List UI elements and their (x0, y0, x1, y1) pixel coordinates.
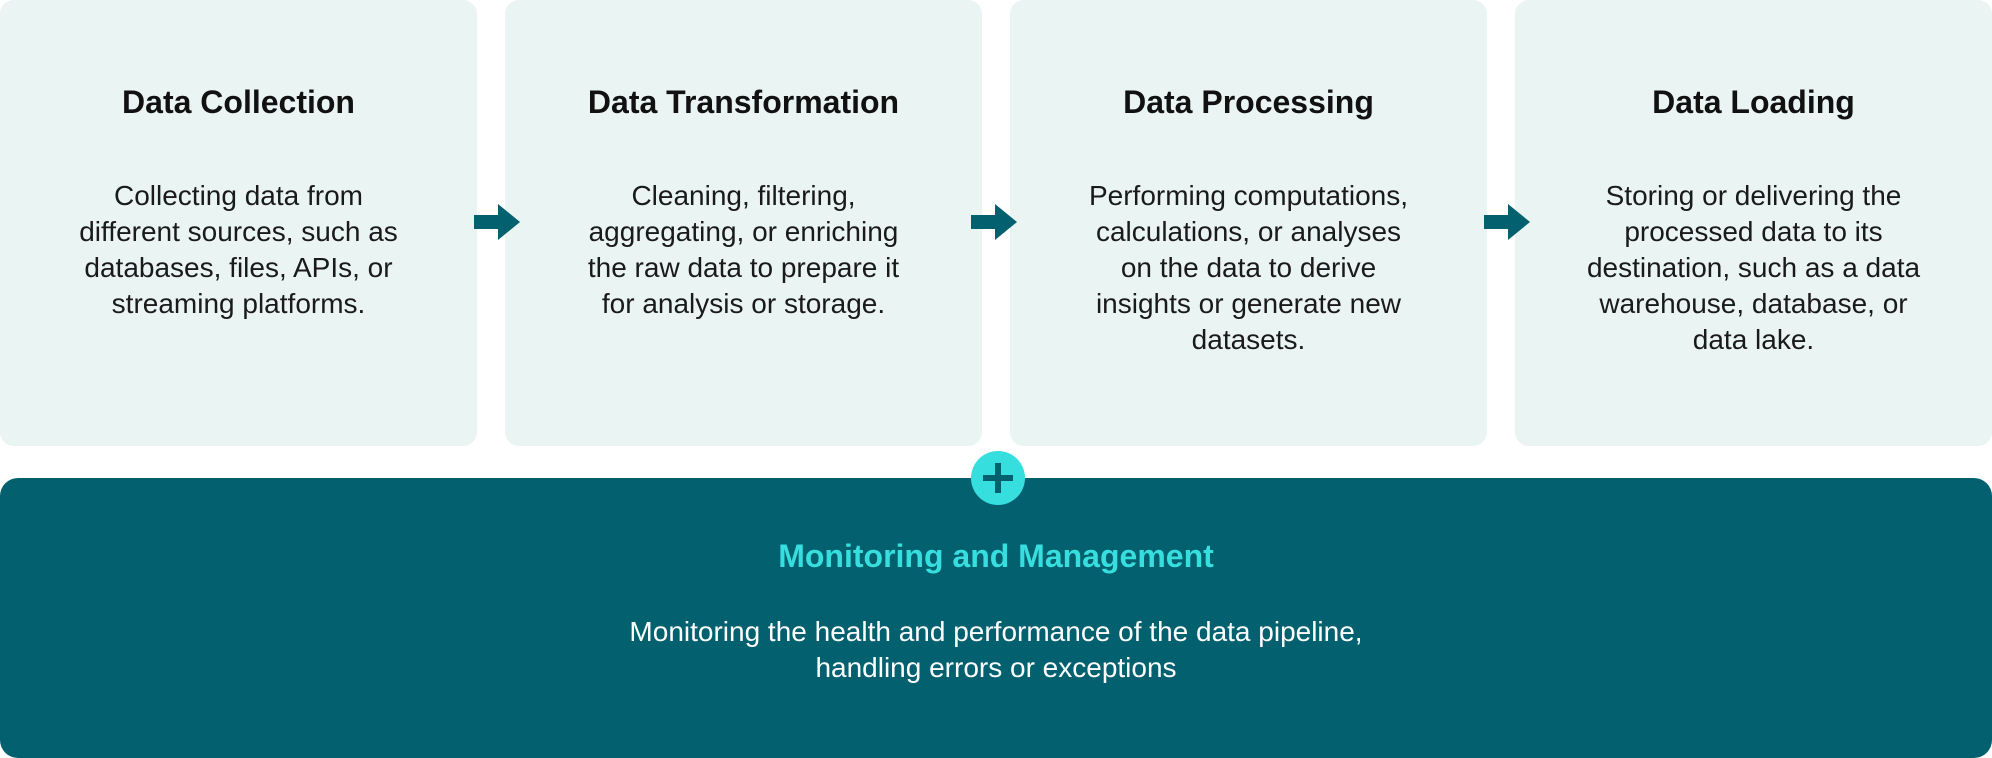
stage-description-line: insights or generate new (1095, 288, 1402, 319)
arrow-right-icon (474, 202, 520, 242)
plus-icon (971, 451, 1025, 505)
monitoring-description-line: Monitoring the health and performance of… (629, 616, 1363, 647)
pipeline-stages: Data Collection Collecting data from dif… (0, 0, 1992, 446)
stage-description-line: destination, such as a data (1586, 252, 1921, 283)
stage-card-data-transformation: Data Transformation Cleaning, filtering,… (505, 0, 982, 446)
stage-description: Performing computations, calculations, o… (1050, 178, 1447, 358)
monitoring-panel: Monitoring and Management Monitoring the… (0, 478, 1992, 758)
stage-description-line: Collecting data from (113, 180, 363, 211)
stage-description-line: calculations, or analyses (1095, 216, 1402, 247)
stage-description: Storing or delivering the processed data… (1555, 178, 1952, 358)
stage-card-data-collection: Data Collection Collecting data from dif… (0, 0, 477, 446)
stage-description-line: warehouse, database, or (1599, 288, 1908, 319)
stage-description-line: for analysis or storage. (601, 288, 886, 319)
stage-description-line: different sources, such as (79, 216, 398, 247)
stage-description-line: databases, files, APIs, or (84, 252, 393, 283)
monitoring-title: Monitoring and Management (778, 538, 1214, 574)
stage-description-line: Storing or delivering the (1605, 180, 1902, 211)
stage-title: Data Collection (122, 84, 355, 120)
stage-description-line: data lake. (1692, 324, 1815, 355)
stage-description-line: Cleaning, filtering, (631, 180, 856, 211)
stage-description-line: streaming platforms. (111, 288, 366, 319)
stage-description-line: on the data to derive (1120, 252, 1377, 283)
stage-description-line: datasets. (1191, 324, 1306, 355)
stage-title: Data Transformation (587, 84, 900, 120)
stage-description-line: the raw data to prepare it (587, 252, 900, 283)
arrow-right-icon (971, 202, 1017, 242)
stage-description-line: Performing computations, (1088, 180, 1409, 211)
stage-title: Data Processing (1123, 84, 1374, 120)
stage-description: Cleaning, filtering, aggregating, or enr… (545, 178, 942, 322)
stage-title: Data Loading (1652, 84, 1855, 120)
stage-description-line: aggregating, or enriching (588, 216, 899, 247)
stage-description: Collecting data from different sources, … (40, 178, 437, 322)
stage-card-data-loading: Data Loading Storing or delivering the p… (1515, 0, 1992, 446)
stage-card-data-processing: Data Processing Performing computations,… (1010, 0, 1487, 446)
monitoring-description-line: handling errors or exceptions (815, 652, 1177, 683)
stage-description-line: processed data to its (1624, 216, 1883, 247)
monitoring-description: Monitoring the health and performance of… (0, 614, 1992, 686)
arrow-right-icon (1484, 202, 1530, 242)
